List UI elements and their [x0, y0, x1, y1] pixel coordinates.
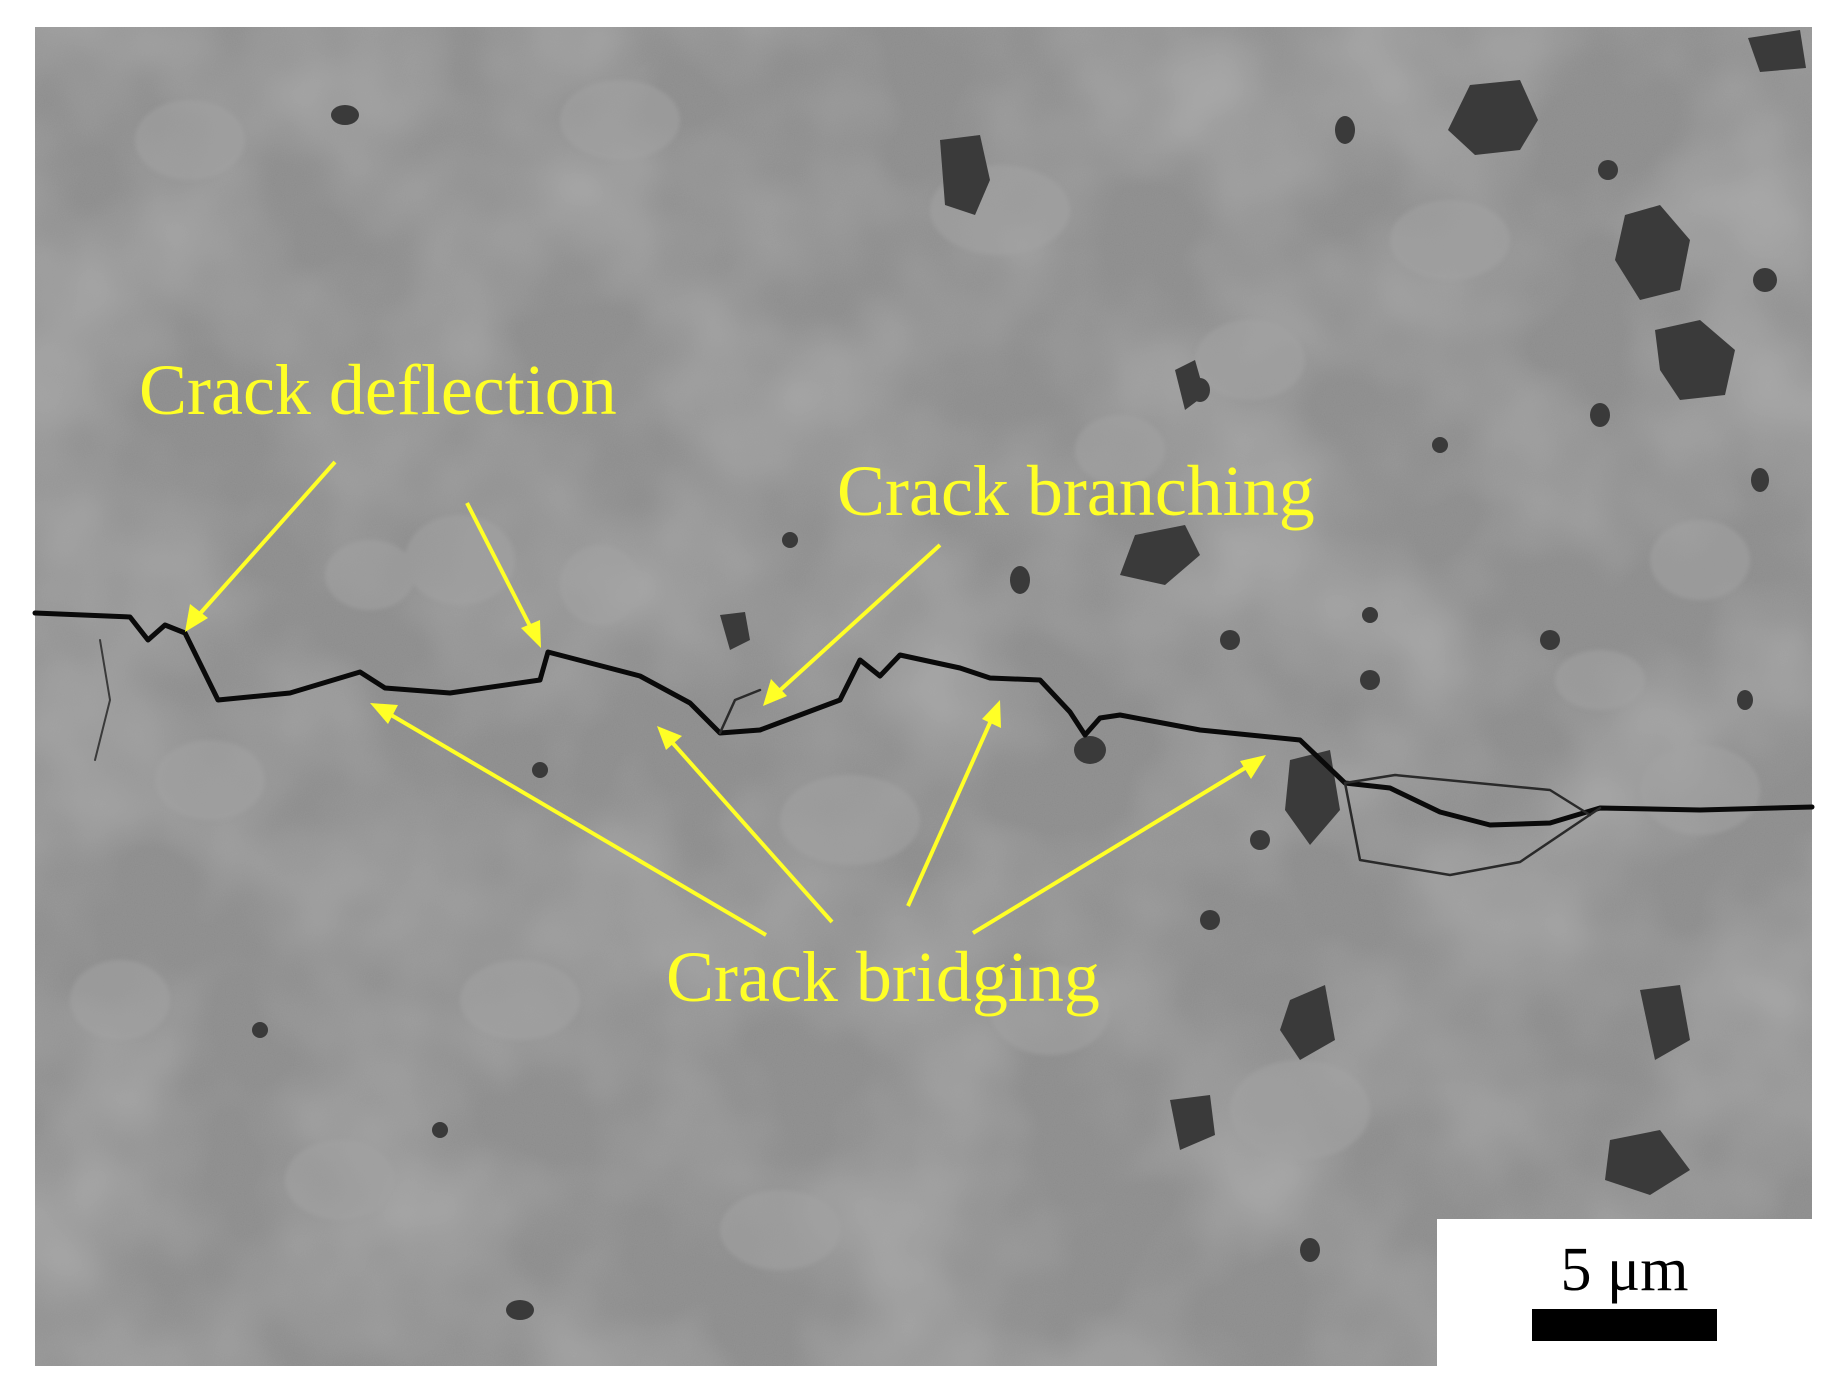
label-crack-branching: Crack branching	[837, 451, 1315, 531]
scale-bar-label: 5 μm	[1560, 1236, 1689, 1304]
arrow-branching	[763, 543, 942, 706]
dark-inclusions	[252, 30, 1806, 1320]
light-grains	[70, 80, 1760, 1270]
arrow-bridging-1	[370, 703, 768, 937]
annotation-arrows	[185, 460, 1266, 937]
label-crack-deflection: Crack deflection	[139, 350, 617, 430]
crack	[32, 610, 1815, 877]
scale-bar	[1532, 1309, 1717, 1341]
arrow-bridging-2	[657, 726, 834, 924]
arrow-deflection-1	[185, 460, 337, 632]
scale-bar-box: 5 μm	[1437, 1219, 1812, 1366]
arrow-bridging-3	[906, 700, 1001, 907]
arrow-bridging-4	[971, 755, 1266, 935]
arrow-deflection-2	[465, 502, 541, 648]
label-crack-bridging: Crack bridging	[666, 937, 1100, 1017]
